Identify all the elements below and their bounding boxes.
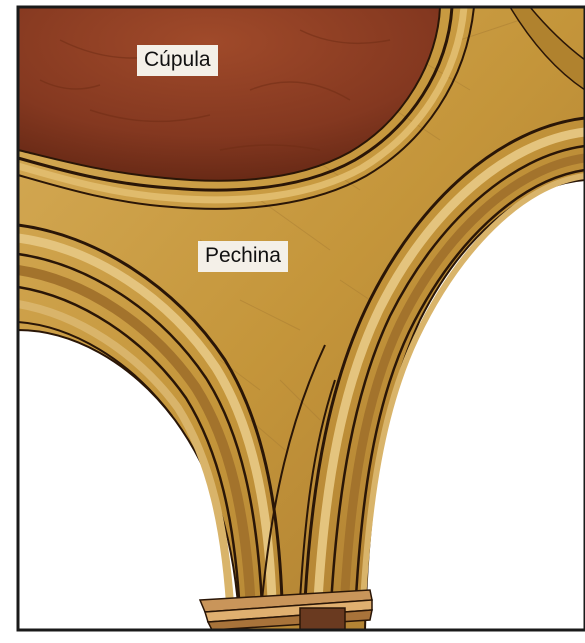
dome-label: Cúpula [137,45,218,76]
pendentive-label: Pechina [198,241,288,272]
